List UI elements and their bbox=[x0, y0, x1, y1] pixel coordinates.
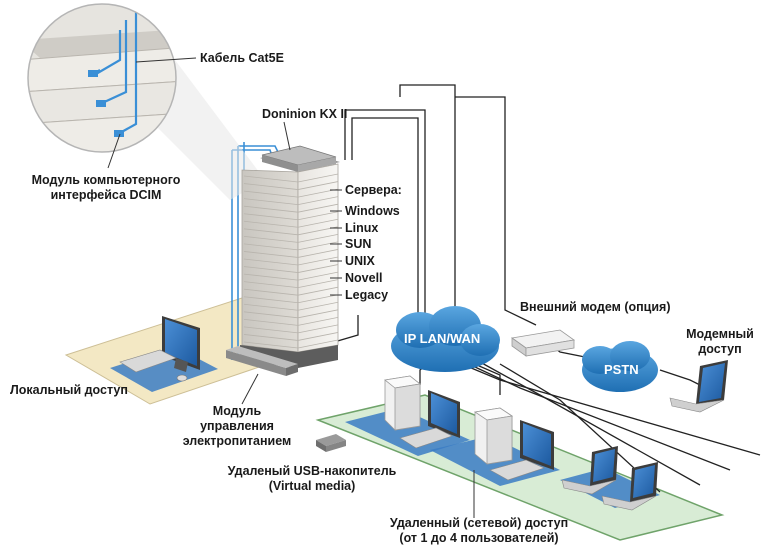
rack-slot-line bbox=[243, 266, 299, 273]
rack-slot-line bbox=[297, 211, 339, 221]
external-modem bbox=[510, 329, 576, 357]
rack-slot-line bbox=[243, 258, 299, 266]
modem-access-line-1: Модемный bbox=[686, 327, 754, 341]
server-unix: UNIX bbox=[345, 254, 375, 268]
rack-slot-line bbox=[243, 296, 299, 304]
rack-slot-line bbox=[243, 175, 299, 183]
rack-slot-line bbox=[297, 196, 339, 206]
server-legacy: Legacy bbox=[345, 288, 389, 302]
modem-laptop bbox=[669, 360, 728, 413]
rack-slot-line bbox=[243, 198, 299, 206]
rack-slot-line bbox=[243, 281, 299, 289]
network-lines bbox=[299, 84, 761, 493]
rack-slot-line bbox=[243, 235, 299, 243]
rack-slot-line bbox=[243, 228, 299, 236]
usb-label-line-1: Удаленый USB-накопитель bbox=[227, 464, 397, 478]
rack-slot-line bbox=[297, 249, 339, 258]
rack-slot-line bbox=[243, 213, 299, 221]
rack-slot-line bbox=[297, 339, 339, 349]
local-workstation bbox=[119, 316, 200, 382]
rack-slot-line bbox=[297, 279, 339, 289]
server-novell: Novell bbox=[345, 271, 383, 285]
remote-laptop-1 bbox=[561, 446, 618, 495]
rack-slot-line bbox=[243, 251, 299, 258]
power-module-line-3: электропитанием bbox=[182, 434, 292, 448]
rack-slot-line bbox=[243, 334, 299, 341]
rack-slot-line bbox=[243, 341, 299, 349]
rack-slot-line bbox=[297, 264, 339, 273]
rack-slot-line bbox=[243, 318, 299, 326]
server-pointers bbox=[330, 189, 342, 296]
rack-slot-line bbox=[297, 316, 339, 326]
dcim-label-line-1: Модуль компьютерного bbox=[31, 173, 181, 187]
remote-workstation-1 bbox=[384, 375, 460, 449]
rack-slot-line bbox=[297, 286, 339, 296]
rack-slot-line bbox=[243, 303, 299, 311]
external-modem-label: Внешний модем (опция) bbox=[520, 300, 671, 314]
remote-access-label: Удаленный (сетевой) доступ (от 1 до 4 по… bbox=[372, 516, 586, 546]
rack-slot-line bbox=[243, 205, 299, 213]
rack-slot-line bbox=[297, 332, 339, 341]
rack-slot-line bbox=[297, 324, 339, 334]
rack-slot-line bbox=[297, 203, 339, 213]
rack-slot-line bbox=[243, 183, 299, 190]
pstn-label: PSTN bbox=[604, 362, 639, 377]
rack-slot-line bbox=[297, 301, 339, 311]
modem-access-line-2: доступ bbox=[698, 342, 742, 356]
pstn-cloud bbox=[582, 341, 658, 392]
dcim-label: Модуль компьютерного интерфейса DCIM bbox=[6, 173, 206, 203]
modem-access-label: Модемный доступ bbox=[680, 327, 760, 357]
usb-label-line-2: (Virtual media) bbox=[268, 479, 356, 493]
remote-access-line-2: (от 1 до 4 пользователей) bbox=[399, 531, 559, 545]
rack-slot-line bbox=[297, 173, 339, 183]
server-sun: SUN bbox=[345, 237, 372, 251]
rack-slot-line bbox=[297, 241, 339, 251]
ip-lan-wan-cloud bbox=[391, 306, 500, 372]
rack-slot-line bbox=[297, 271, 339, 281]
remote-workstation-2 bbox=[473, 407, 554, 481]
rack-slot-line bbox=[297, 309, 339, 319]
zoom-cone bbox=[150, 60, 265, 200]
remote-laptop-2 bbox=[601, 462, 658, 511]
dominion-label: Doninion KX II bbox=[262, 107, 348, 121]
power-module-line-1: Модуль bbox=[212, 404, 262, 418]
server-linux: Linux bbox=[345, 221, 379, 235]
remote-access-line-1: Удаленный (сетевой) доступ bbox=[389, 516, 569, 530]
cable-pointer bbox=[135, 57, 197, 63]
rack-slot-line bbox=[297, 181, 339, 190]
rack-slot-line bbox=[243, 311, 299, 319]
rack-slot-line bbox=[243, 288, 299, 296]
power-pointer bbox=[241, 373, 259, 405]
server-windows: Windows bbox=[345, 204, 400, 218]
rack-slot-line bbox=[243, 273, 299, 281]
power-module-label: Модуль управления электропитанием bbox=[170, 404, 304, 449]
rack-slot-line bbox=[297, 294, 339, 304]
server-rack bbox=[240, 145, 340, 368]
rack-slot-line bbox=[297, 218, 339, 228]
power-module-line-2: управления bbox=[200, 419, 274, 433]
rack-slot-line bbox=[297, 233, 339, 243]
usb-drive bbox=[316, 434, 346, 452]
local-access-label: Локальный доступ bbox=[10, 383, 128, 397]
rack-slot-line bbox=[243, 326, 299, 334]
rack-slot-line bbox=[243, 220, 299, 228]
rack-slot-line bbox=[243, 243, 299, 251]
rack-slot-line bbox=[243, 190, 299, 198]
ip-lan-wan-label: IP LAN/WAN bbox=[404, 331, 481, 346]
usb-label: Удаленый USB-накопитель (Virtual media) bbox=[222, 464, 402, 494]
rack-slot-line bbox=[297, 256, 339, 266]
dcim-label-line-2: интерфейса DCIM bbox=[50, 188, 162, 202]
servers-title: Сервера: bbox=[345, 183, 402, 197]
power-module bbox=[226, 346, 298, 376]
cable-label: Кабель Cat5E bbox=[200, 51, 284, 65]
dcim-pointer bbox=[107, 133, 121, 169]
dominion-pointer bbox=[283, 121, 291, 151]
